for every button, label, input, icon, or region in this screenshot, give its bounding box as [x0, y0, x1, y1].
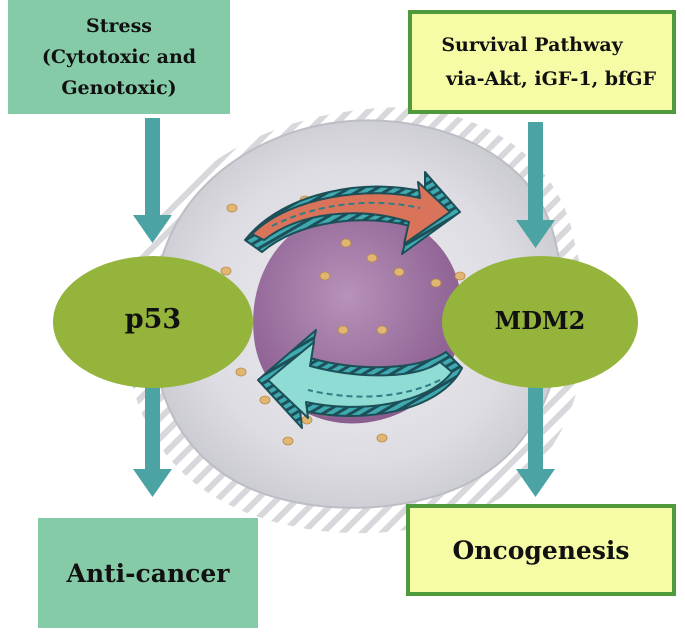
flow-arrow-stress-to-p53 [133, 118, 172, 243]
stress-box-line-3: Genotoxic) [61, 76, 177, 99]
mdm2-node [442, 256, 638, 388]
p53-label: p53 [124, 304, 182, 335]
stress-box-line-2: (Cytotoxic and [41, 45, 197, 68]
flow-arrow-p53-to-anticancer [133, 372, 172, 497]
anticancer-label: Anti-cancer [66, 558, 230, 588]
oncogenesis-label: Oncogenesis [452, 535, 630, 565]
cycle-arrow-mdm2-to-p53 [257, 329, 463, 429]
cycle-arrow-p53-to-mdm2 [244, 171, 461, 255]
flow-arrow-survival-to-mdm2 [516, 122, 555, 248]
anticancer-box: Anti-cancer [38, 518, 258, 628]
mdm2-label: MDM2 [494, 306, 586, 335]
stress-box: Stress (Cytotoxic and Genotoxic) [8, 0, 230, 114]
flow-arrow-mdm2-to-oncogenesis [516, 372, 555, 497]
survival-pathway-box: Survival Pathway via-Akt, iGF-1, bfGF [408, 10, 676, 114]
p53-node [53, 256, 253, 388]
survival-box-line-2: via-Akt, iGF-1, bfGF [446, 68, 656, 90]
stress-box-line-1: Stress [86, 14, 152, 37]
survival-box-line-1: Survival Pathway [441, 34, 623, 56]
oncogenesis-box: Oncogenesis [406, 504, 676, 596]
